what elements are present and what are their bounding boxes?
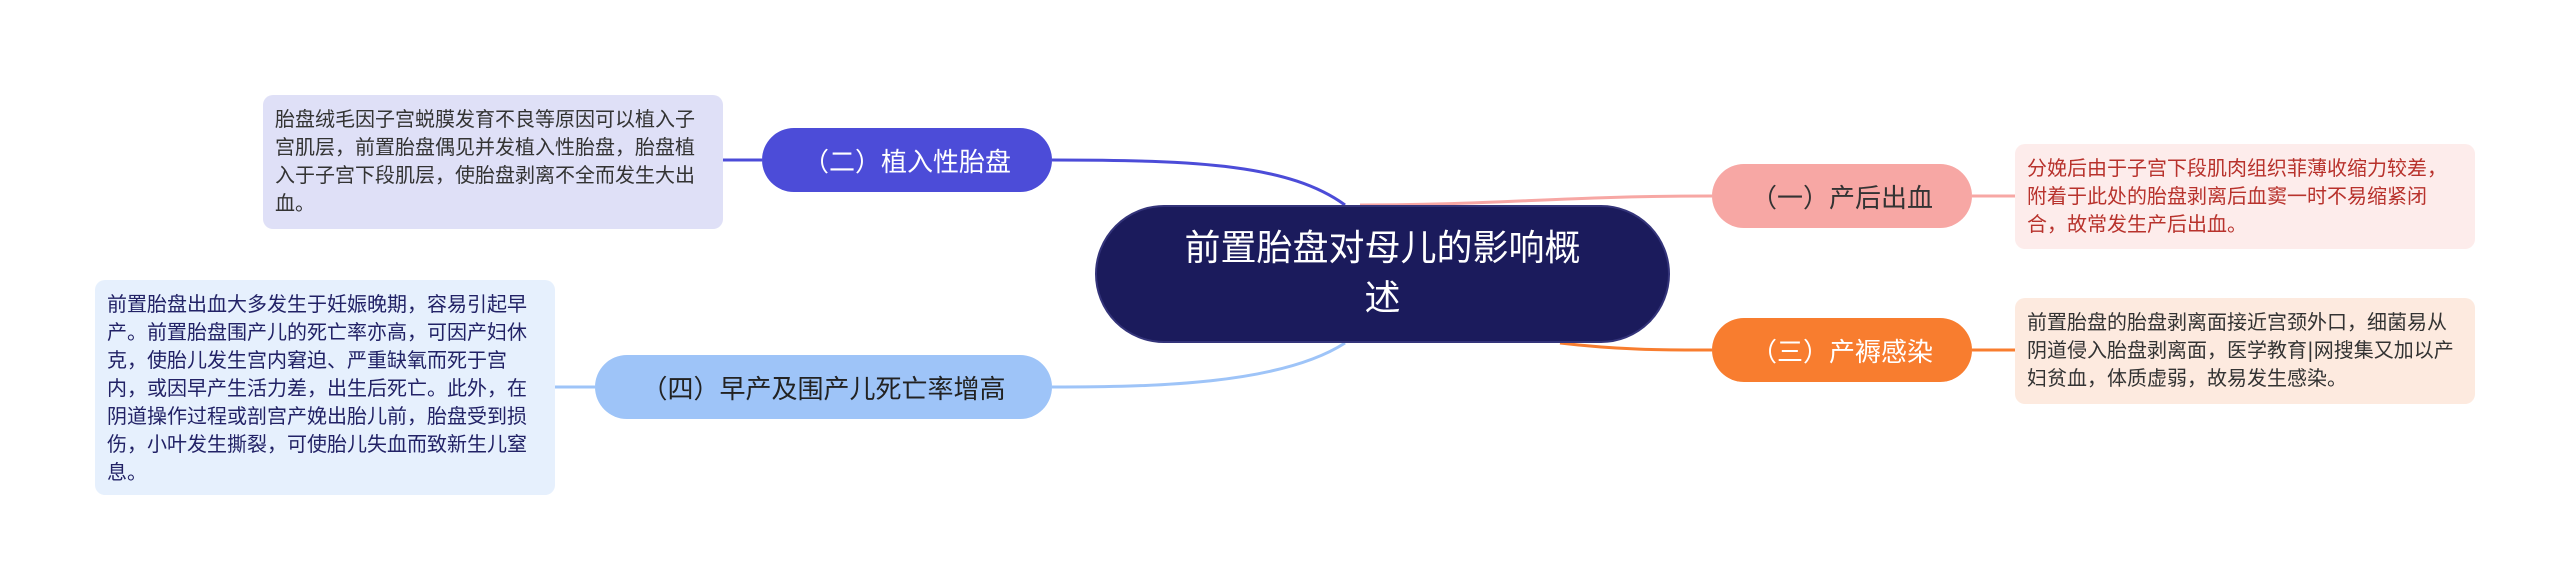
note-text: 前置胎盘出血大多发生于妊娠晚期，容易引起早产。前置胎盘围产儿的死亡率亦高，可因产… — [107, 292, 527, 484]
branch-label: （二）植入性胎盘 — [802, 147, 1011, 178]
branch-postpartum-hemorrhage[interactable]: （一）产后出血 — [1712, 164, 1972, 228]
branch-label: （四）早产及围产儿死亡率增高 — [641, 374, 1006, 405]
link-center-branch-1 — [1359, 194, 1713, 207]
branch-puerperal-infection[interactable]: （三）产褥感染 — [1712, 318, 1972, 382]
note-postpartum-hemorrhage: 分娩后由于子宫下段肌肉组织菲薄收缩力较差，附着于此处的胎盘剥离后血窦一时不易缩紧… — [2015, 144, 2475, 249]
note-placenta-accreta: 胎盘绒毛因子宫蜕膜发育不良等原因可以植入子宫肌层，前置胎盘偶见并发植入性胎盘，胎… — [263, 95, 723, 229]
branch-preterm-perinatal-mortality[interactable]: （四）早产及围产儿死亡率增高 — [595, 355, 1052, 419]
note-puerperal-infection: 前置胎盘的胎盘剥离面接近宫颈外口，细菌易从阴道侵入胎盘剥离面，医学教育|网搜集又… — [2015, 298, 2475, 404]
note-text: 前置胎盘的胎盘剥离面接近宫颈外口，细菌易从阴道侵入胎盘剥离面，医学教育|网搜集又… — [2027, 310, 2454, 390]
branch-label: （三）产褥感染 — [1750, 337, 1933, 368]
link-center-branch-3 — [1559, 341, 1713, 352]
note-text: 分娩后由于子宫下段肌肉组织菲薄收缩力较差，附着于此处的胎盘剥离后血窦一时不易缩紧… — [2027, 156, 2447, 236]
link-center-branch-4 — [1051, 341, 1346, 389]
branch-label: （一）产后出血 — [1750, 183, 1933, 214]
note-preterm-perinatal-mortality: 前置胎盘出血大多发生于妊娠晚期，容易引起早产。前置胎盘围产儿的死亡率亦高，可因产… — [95, 280, 555, 495]
central-topic-label: 前置胎盘对母儿的影响概述 — [1184, 228, 1581, 319]
link-center-branch-2 — [1051, 158, 1346, 207]
note-text: 胎盘绒毛因子宫蜕膜发育不良等原因可以植入子宫肌层，前置胎盘偶见并发植入性胎盘，胎… — [275, 107, 695, 215]
branch-placenta-accreta[interactable]: （二）植入性胎盘 — [762, 128, 1052, 192]
central-topic[interactable]: 前置胎盘对母儿的影响概述 — [1095, 205, 1670, 343]
